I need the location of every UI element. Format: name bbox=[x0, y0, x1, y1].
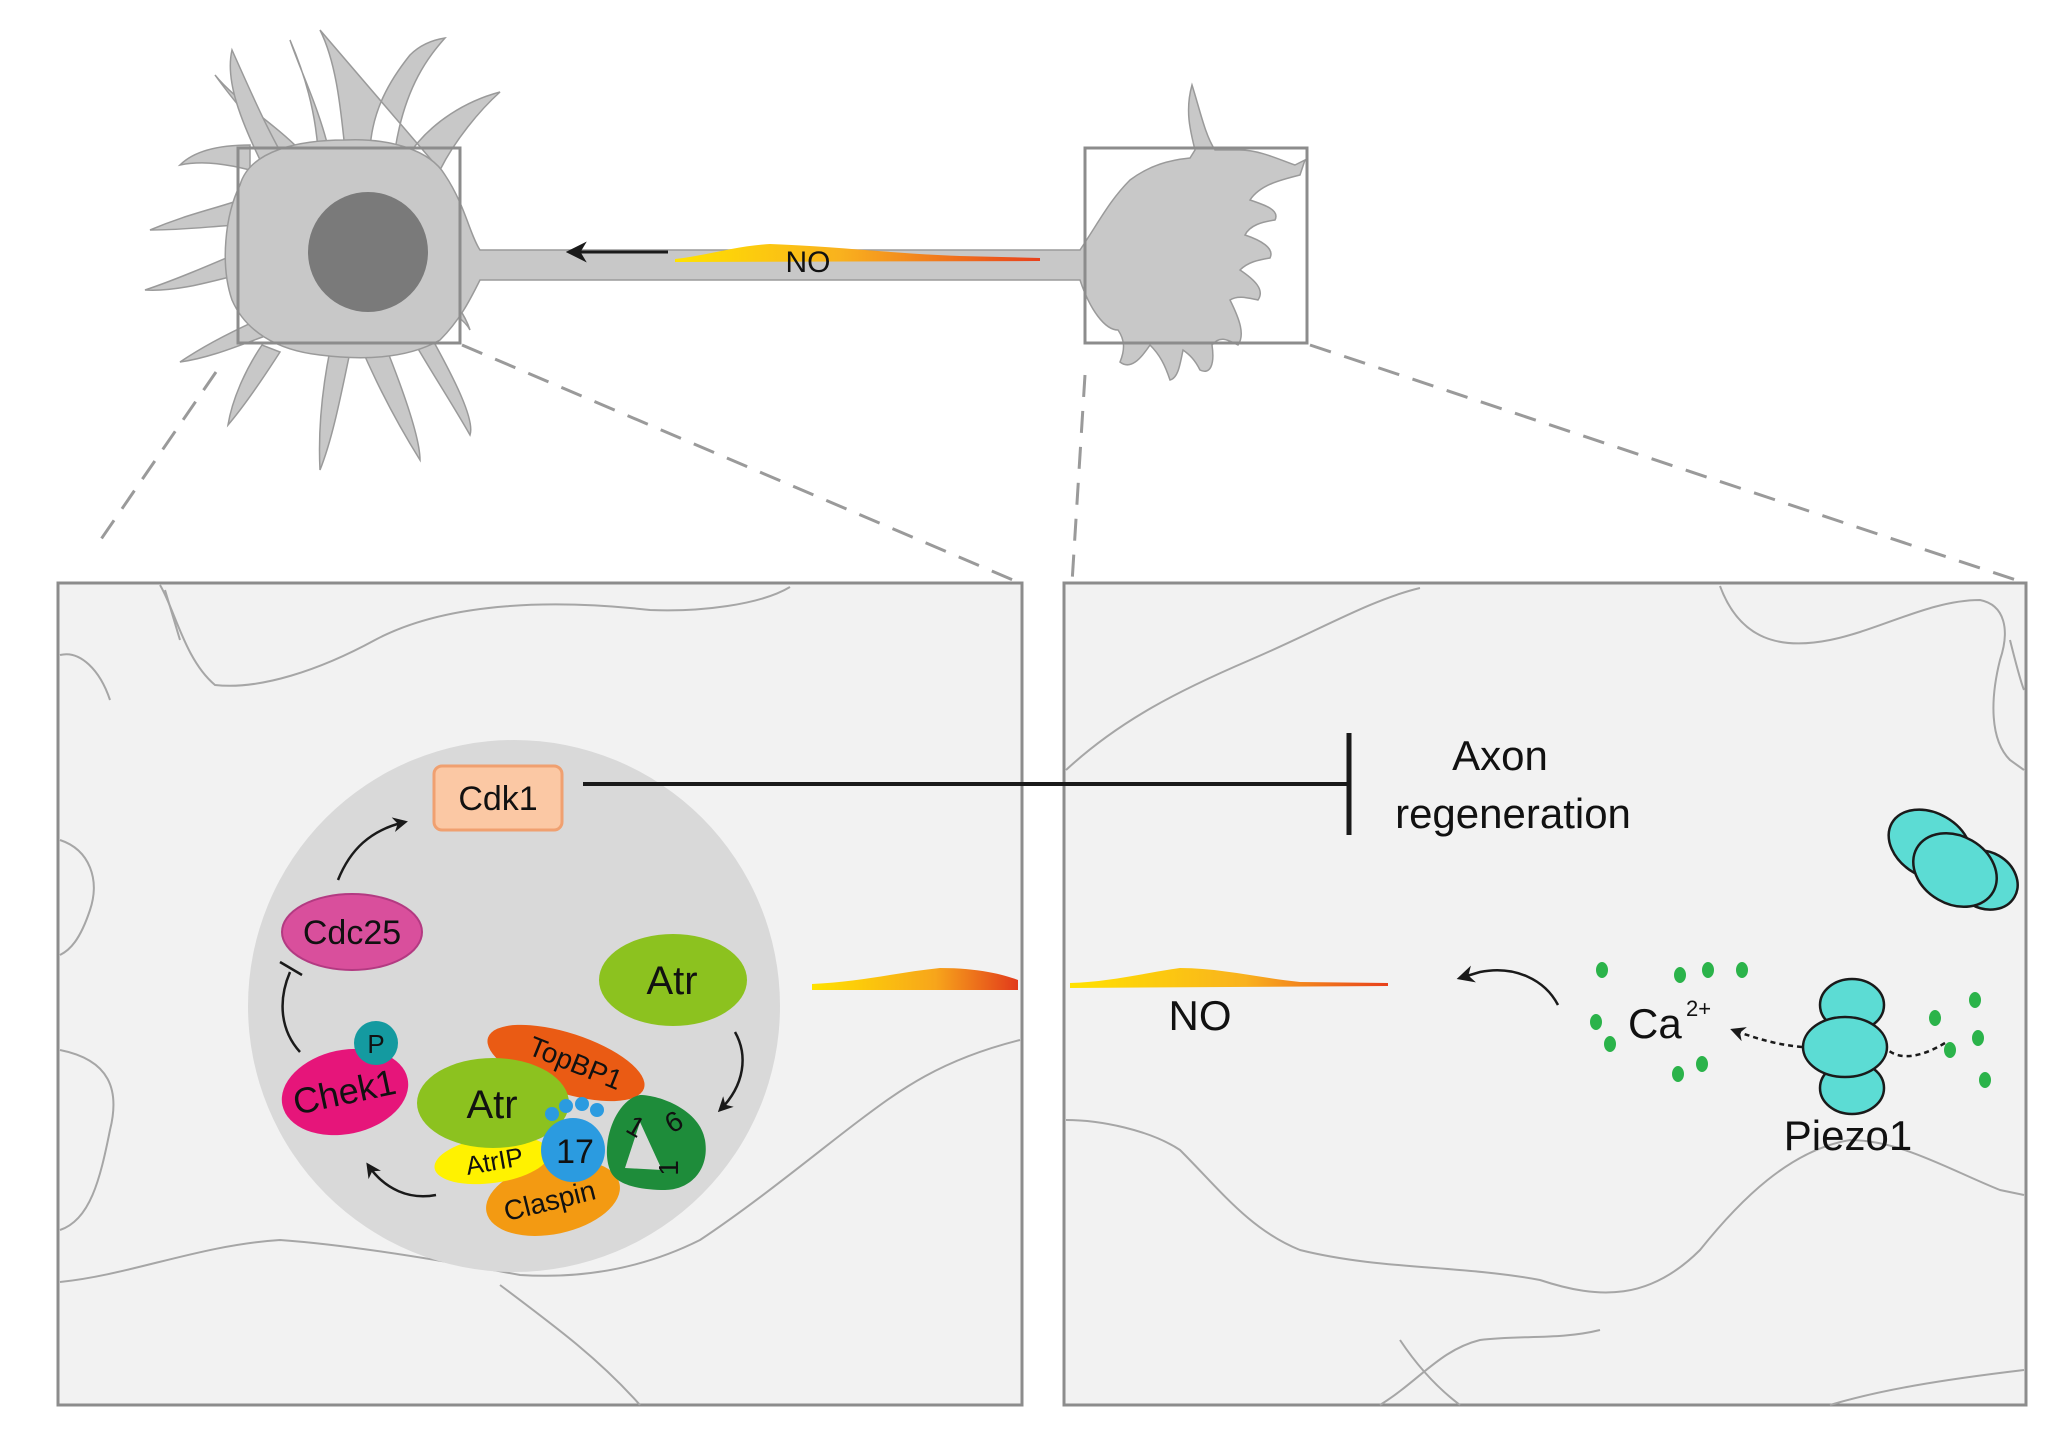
atr-complex-label: Atr bbox=[466, 1083, 517, 1127]
axon-regeneration-line2: regeneration bbox=[1395, 790, 1631, 837]
zoom-connector-lines bbox=[93, 343, 2026, 585]
atr-complex-node bbox=[417, 1058, 569, 1148]
atr-free-node bbox=[599, 934, 747, 1026]
calcium-dots bbox=[1590, 962, 1991, 1088]
no-gradient-right bbox=[1070, 968, 1388, 988]
calcium-charge-label: 2+ bbox=[1686, 996, 1711, 1021]
no-gradient-axon bbox=[675, 244, 1040, 262]
chek1-inhibition-bar bbox=[279, 960, 303, 977]
no-label-right: NO bbox=[1169, 992, 1232, 1039]
calcium-influx-arrow bbox=[1887, 1041, 1946, 1058]
cdc25-activates-cdk1-arrow bbox=[336, 817, 408, 881]
cdc25-node bbox=[281, 893, 423, 971]
no-gradient-left bbox=[812, 968, 1018, 990]
calcium-label: Ca bbox=[1628, 1000, 1682, 1047]
nucleus-panel bbox=[248, 740, 780, 1272]
no-label-axon: NO bbox=[786, 246, 831, 279]
phospho-label: P bbox=[367, 1029, 384, 1059]
rad17-label: 17 bbox=[556, 1133, 594, 1171]
atr-free-label: Atr bbox=[646, 959, 697, 1003]
soma-panel bbox=[56, 581, 1024, 1407]
nucleus-top bbox=[308, 192, 428, 312]
atr-recruitment-arrow bbox=[717, 1031, 744, 1113]
chek1-inhibits-cdc25-line bbox=[281, 971, 301, 1053]
atrip-node bbox=[434, 1135, 550, 1185]
nine-one-one-clamp bbox=[606, 1095, 706, 1190]
cdk1-label: Cdk1 bbox=[458, 780, 537, 818]
calcium-to-no-arrow bbox=[1456, 965, 1560, 1006]
soma-body bbox=[224, 82, 1307, 381]
complex-activates-chek1-arrow bbox=[366, 1162, 437, 1198]
piezo1-lower bbox=[1801, 977, 1889, 1116]
neuron-illustration: NO bbox=[144, 29, 1309, 471]
cdc25-label: Cdc25 bbox=[303, 914, 401, 952]
phospho-badge bbox=[354, 1021, 398, 1065]
soma-zoom-box bbox=[236, 146, 462, 345]
nine-one-one-label-c: 1 bbox=[653, 1160, 684, 1176]
piezo1-upper bbox=[1887, 808, 2019, 911]
calcium-to-cytosol-arrow bbox=[1730, 1027, 1803, 1049]
piezo1-label: Piezo1 bbox=[1784, 1112, 1912, 1159]
topbp1-node bbox=[487, 1024, 645, 1102]
rad17-node bbox=[541, 1097, 605, 1182]
growth-cone-zoom-box bbox=[1083, 146, 1309, 345]
axon-regeneration-line1: Axon bbox=[1452, 732, 1548, 779]
cdk1-node bbox=[432, 764, 564, 832]
chek1-node bbox=[281, 1048, 409, 1136]
